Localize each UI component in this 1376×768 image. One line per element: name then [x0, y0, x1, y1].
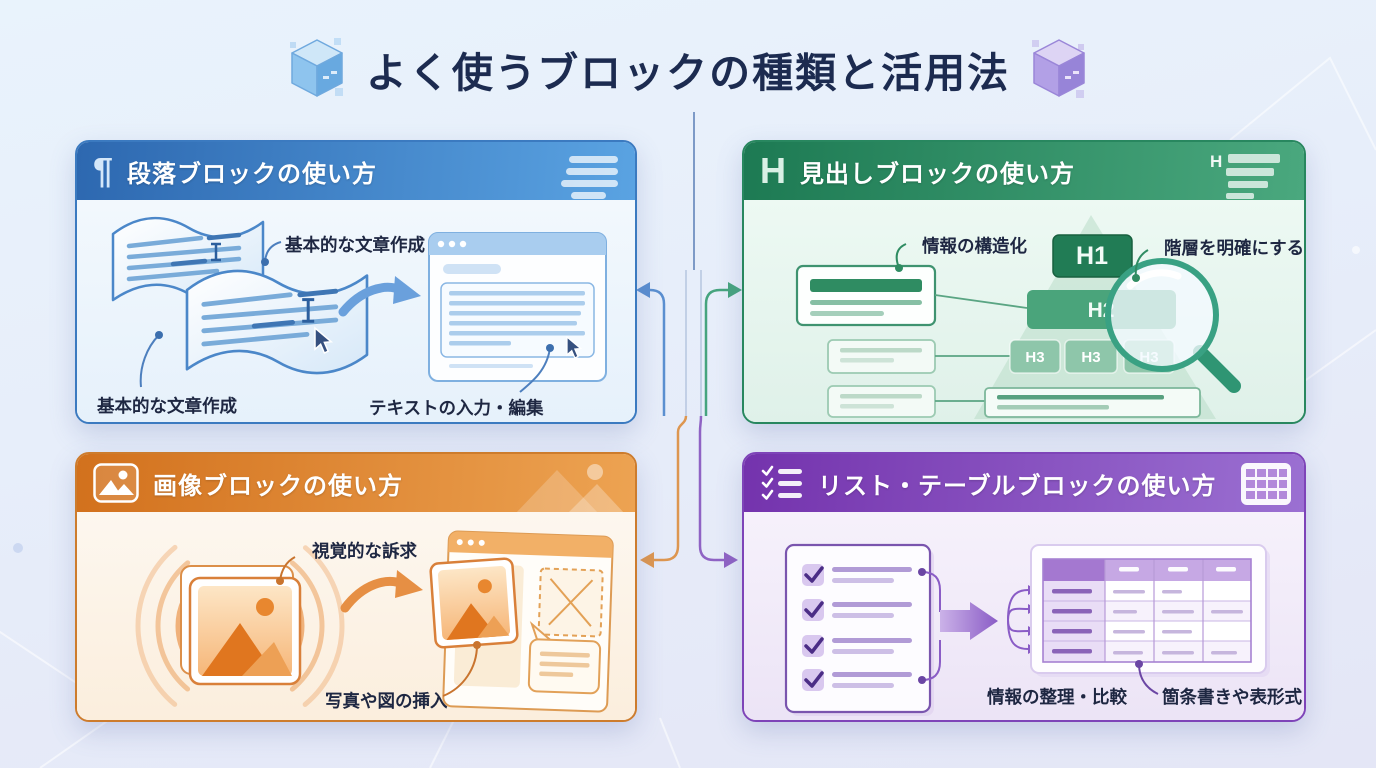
label-basic-writing-top: 基本的な文章作成 — [285, 235, 425, 255]
speech-bubble — [527, 621, 602, 695]
label-insert-photo: 写真や図の挿入 — [325, 691, 448, 711]
image-icon — [93, 463, 139, 503]
image-illustration — [135, 521, 614, 720]
heading-h-icon: H — [760, 150, 786, 191]
page-title-row: よく使うブロックの種類と活用法 — [0, 38, 1376, 100]
table — [1042, 558, 1252, 663]
panel-paragraph-block: ¶ 段落ブロックの使い方 — [75, 140, 637, 424]
text-lines-icon — [561, 156, 618, 199]
table-grid-icon — [1241, 463, 1291, 505]
paragraph-illustration — [111, 217, 607, 393]
label-hierarchy: 階層を明確にする — [1164, 238, 1305, 258]
table-card — [1030, 544, 1270, 677]
magnifier-icon — [1105, 258, 1241, 393]
label-structure: 情報の構造化 — [922, 236, 1027, 256]
checklist-card — [784, 543, 934, 716]
heading-illustration: H1 H2 H3 H3 H3 — [795, 215, 1241, 419]
block-cube-icon-right — [1032, 39, 1085, 98]
heading-lines-icon: H — [1210, 152, 1280, 199]
page-title: よく使うブロックの種類と活用法 — [365, 50, 1011, 96]
photo-stack — [180, 565, 302, 686]
fan-arrows — [1007, 589, 1029, 650]
check-rows — [802, 564, 912, 691]
block-cube-icon — [289, 38, 343, 97]
block-links — [934, 294, 1028, 402]
panel-paragraph-header: ¶ 段落ブロックの使い方 — [77, 142, 635, 200]
label-basic-writing-bottom: 基本的な文章作成 — [97, 396, 237, 416]
panel-list-table-header: リスト・テーブルブロックの使い方 — [744, 454, 1304, 512]
label-visual-appeal: 視覚的な訴求 — [312, 541, 417, 561]
panel-paragraph-title: 段落ブロックの使い方 — [127, 160, 378, 188]
label-organize: 情報の整理・比較 — [987, 687, 1127, 707]
mountains-deco — [515, 464, 625, 514]
panel-image-title: 画像ブロックの使い方 — [153, 472, 403, 500]
panel-heading-block: H 見出しブロックの使い方 H — [742, 140, 1306, 424]
label-text-edit: テキストの入力・編集 — [369, 398, 544, 418]
editor-window — [428, 232, 607, 382]
list-table-illustration — [784, 543, 1270, 716]
panel-list-table-title: リスト・テーブルブロックの使い方 — [818, 472, 1217, 500]
label-bullet-table: 箇条書きや表形式 — [1162, 687, 1302, 707]
panel-list-table-block: リスト・テーブルブロックの使い方 — [742, 452, 1306, 722]
panel-image-header: 画像ブロックの使い方 — [77, 454, 635, 514]
pilcrow-icon: ¶ — [93, 150, 114, 191]
panel-heading-title: 見出しブロックの使い方 — [800, 160, 1075, 188]
inserted-image — [429, 557, 519, 649]
big-arrow — [940, 602, 998, 640]
content-blocks — [795, 264, 937, 418]
panel-heading-header: H 見出しブロックの使い方 H — [744, 142, 1304, 200]
transfer-arrow — [338, 276, 421, 317]
panel-image-block: 画像ブロックの使い方 — [75, 452, 637, 722]
checklist-icon — [760, 463, 804, 503]
bracket-lines — [921, 571, 941, 681]
radiating-arcs — [135, 521, 345, 720]
cursor-icon — [314, 326, 334, 355]
svg-text:H3: H3 — [1025, 349, 1044, 366]
svg-text:H1: H1 — [1076, 242, 1108, 270]
transfer-arrow — [340, 570, 423, 613]
svg-text:H: H — [1210, 152, 1222, 171]
svg-text:H3: H3 — [1081, 349, 1100, 366]
